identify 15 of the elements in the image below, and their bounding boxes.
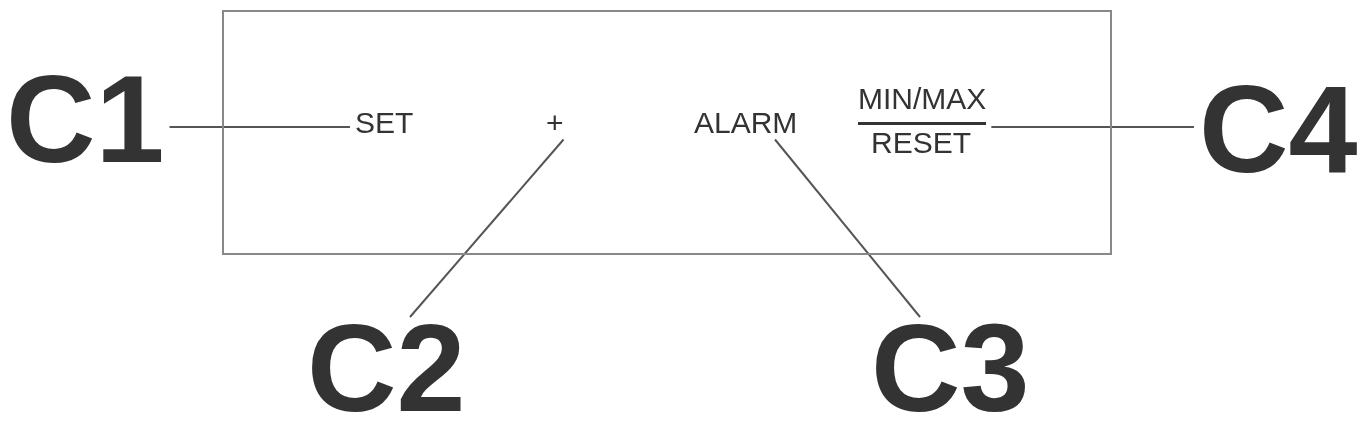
leader-line [990, 126, 1195, 128]
label-text: MIN/MAX [858, 88, 987, 125]
leader-line [409, 138, 565, 318]
panel-outline [222, 10, 1112, 255]
callout-number: C1 [6, 73, 165, 166]
leader-line [168, 126, 351, 128]
key-label: SET [355, 112, 414, 135]
stacked-key-label [858, 88, 987, 154]
callout-number: C4 [1199, 83, 1358, 176]
key-label: ALARM [694, 112, 798, 135]
leader-line [774, 138, 921, 318]
key-label: + [546, 112, 564, 135]
callout-number: C3 [871, 322, 1030, 415]
label-text: RESET [871, 131, 972, 154]
callout-number: C2 [307, 322, 466, 415]
